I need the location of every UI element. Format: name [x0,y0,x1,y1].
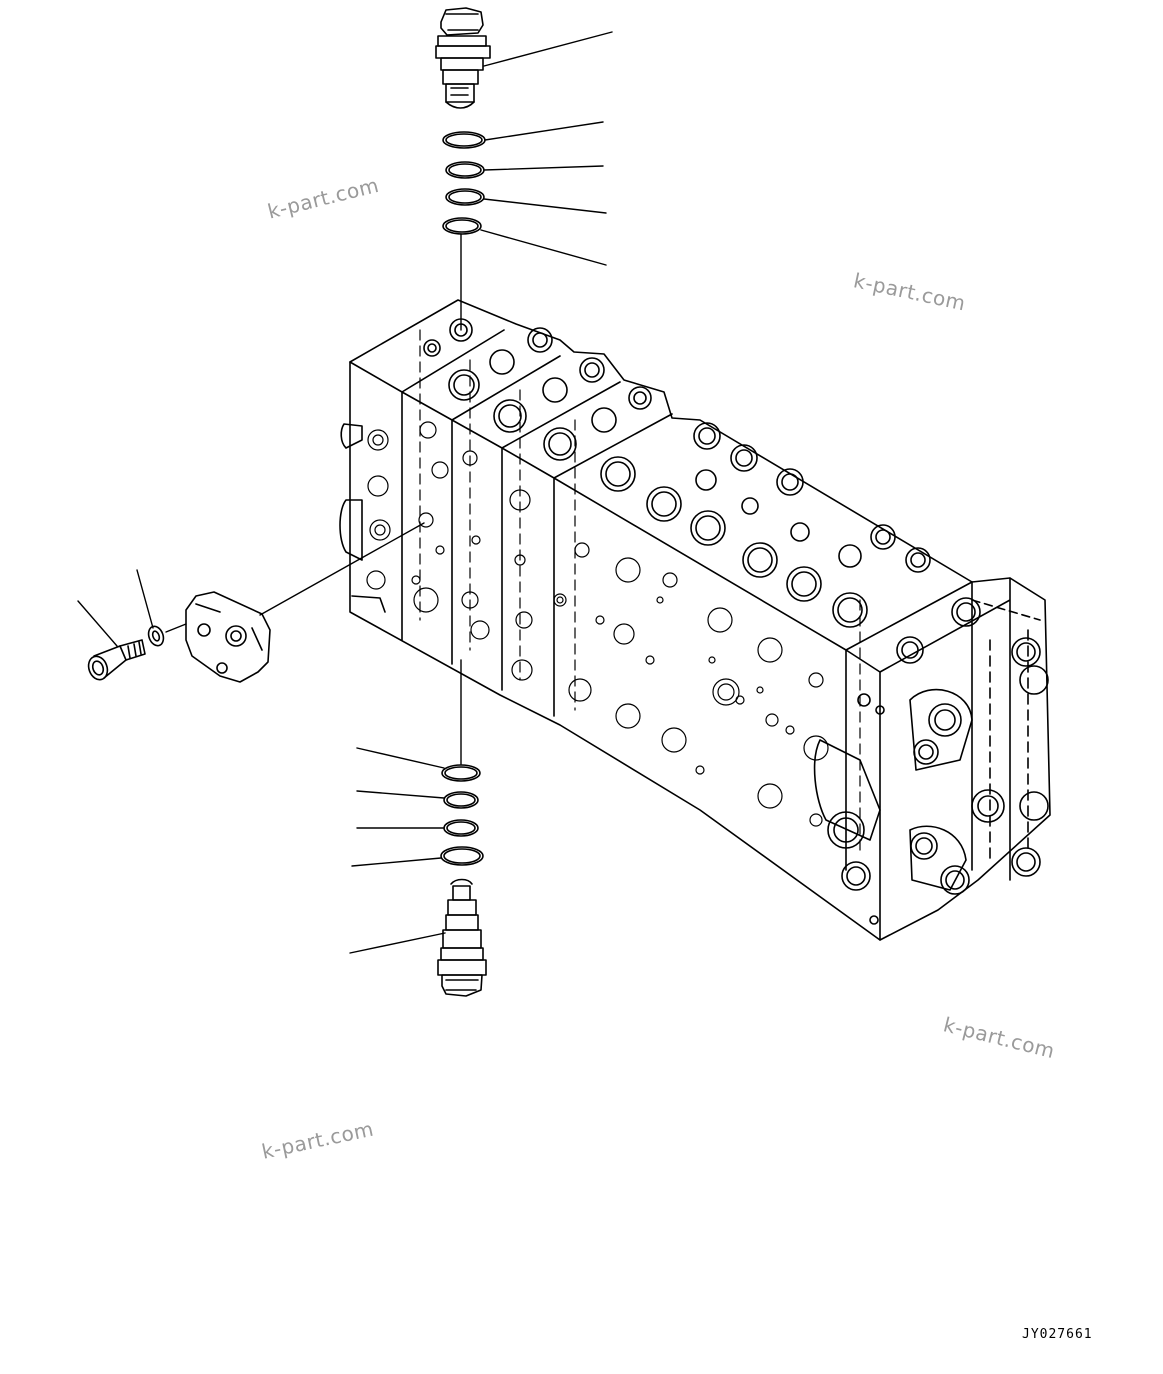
control-valve-body [339,299,1051,941]
cover-leader-lines [77,522,425,647]
lower-leader-lines [349,659,462,954]
lower-o-rings [440,764,484,866]
body-ports [423,318,981,664]
end-cover-ports [827,637,1049,925]
washer [147,625,165,647]
bolt [87,639,146,681]
upper-relief-valve [435,7,491,109]
upper-leader-lines [460,31,613,331]
lower-relief-valve [437,878,487,997]
side-face-holes [366,421,829,827]
upper-o-rings [442,131,486,235]
drawing-id: JY027661 [1022,1327,1093,1342]
cover-plate [185,591,271,683]
